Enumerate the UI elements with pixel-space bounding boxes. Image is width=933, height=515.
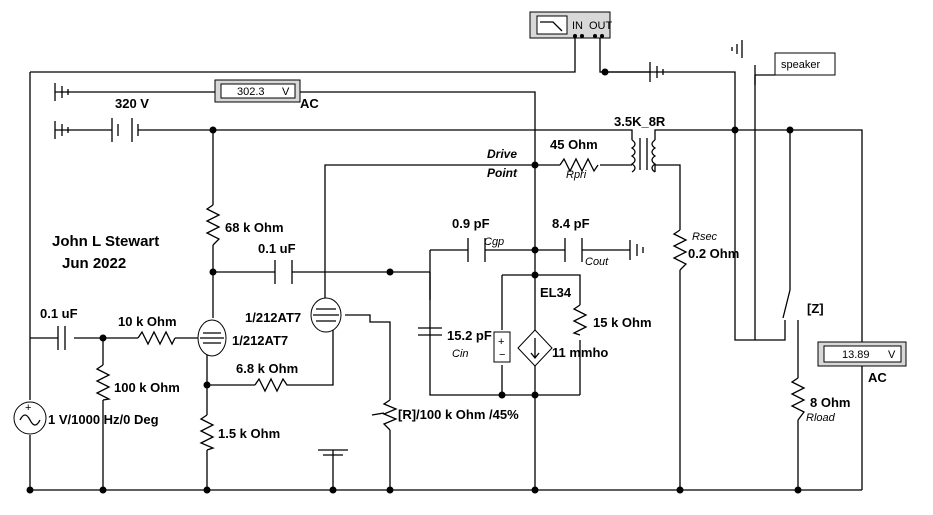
scope-in-wire bbox=[30, 38, 576, 73]
switch-key-label: [Z] bbox=[807, 301, 824, 316]
vm-top-mode: AC bbox=[300, 96, 319, 111]
battery-label: 320 V bbox=[115, 96, 149, 111]
r-plate-label: 68 k Ohm bbox=[225, 220, 284, 235]
resistor-load: 8 Ohm Rload bbox=[790, 377, 850, 424]
resistor-cathode: 1.5 k Ohm bbox=[199, 414, 280, 451]
r-out-label: 15 k Ohm bbox=[593, 315, 652, 330]
pentode-model: + − EL34 11 mmho bbox=[493, 285, 608, 367]
cap-cin: 15.2 pF Cin bbox=[418, 327, 492, 360]
cgp-value: 0.9 pF bbox=[452, 216, 490, 231]
resistor-grid: 10 k Ohm bbox=[118, 314, 177, 346]
ground-terminals bbox=[54, 40, 756, 260]
rsec-name: Rsec bbox=[692, 231, 718, 243]
tube1-label: 1/212AT7 bbox=[232, 333, 288, 348]
transformer: 3.5K_8R bbox=[614, 114, 666, 173]
r-grid-label: 10 k Ohm bbox=[118, 314, 177, 329]
cout-value: 8.4 pF bbox=[552, 216, 590, 231]
cap-cgp: 0.9 pF Cgp bbox=[452, 216, 504, 262]
vm-right-reading: 13.89 bbox=[842, 349, 870, 361]
resistor-out: 15 k Ohm bbox=[572, 304, 652, 336]
resistor-leak: 100 k Ohm bbox=[95, 364, 180, 401]
speaker-wire bbox=[754, 74, 775, 340]
cout-name: Cout bbox=[585, 256, 609, 268]
battery-320v: 320 V bbox=[111, 96, 149, 142]
rpri-value: 45 Ohm bbox=[550, 137, 598, 152]
scope-trace-icon bbox=[540, 21, 563, 32]
resistor-feedback: 6.8 k Ohm bbox=[236, 361, 298, 393]
bplus-right bbox=[660, 129, 863, 490]
rout-wire bbox=[502, 274, 581, 395]
cin-value: 15.2 pF bbox=[447, 328, 492, 343]
pot-wire bbox=[345, 314, 391, 490]
r-cath-label: 1.5 k Ohm bbox=[218, 426, 280, 441]
pot-label: [R]/100 k Ohm /45% bbox=[398, 407, 519, 422]
source-label: 1 V/1000 Hz/0 Deg bbox=[48, 412, 159, 427]
resistor-rsec: Rsec 0.2 Ohm bbox=[672, 229, 739, 271]
ground-sym bbox=[318, 449, 348, 490]
voltmeter-right[interactable]: 13.89 V AC bbox=[817, 341, 907, 385]
resistor-rpri: 45 Ohm Rpri bbox=[550, 137, 599, 181]
rload-name: Rload bbox=[806, 412, 836, 424]
drive-label: Drive bbox=[487, 147, 517, 161]
r-fb-label: 6.8 k Ohm bbox=[236, 361, 298, 376]
ac-source: + 1 V/1000 Hz/0 Deg bbox=[13, 401, 159, 435]
rsec-value: 0.2 Ohm bbox=[688, 246, 739, 261]
cin-loop bbox=[429, 250, 580, 396]
vm-right-mode: AC bbox=[868, 370, 887, 385]
rsec-wire bbox=[660, 164, 681, 490]
oscilloscope[interactable]: IN OUT bbox=[529, 11, 613, 39]
tube-1: 1/212AT7 bbox=[197, 319, 288, 357]
cap-couple-label: 0.1 uF bbox=[258, 241, 296, 256]
vm-right-unit: V bbox=[888, 349, 896, 361]
cap-couple: 0.1 uF bbox=[258, 241, 296, 284]
wires bbox=[29, 38, 875, 491]
switch-z[interactable]: [Z] bbox=[782, 289, 824, 319]
svg-text:−: − bbox=[499, 349, 505, 361]
author-name: John L Stewart bbox=[52, 233, 159, 250]
scope-screen bbox=[536, 15, 568, 35]
cap-input-label: 0.1 uF bbox=[40, 306, 78, 321]
cap-input: 0.1 uF bbox=[40, 306, 78, 350]
vm-top-reading: 302.3 bbox=[237, 86, 265, 98]
transformer-label: 3.5K_8R bbox=[614, 114, 666, 129]
potentiometer[interactable]: [R]/100 k Ohm /45% bbox=[371, 399, 519, 431]
resistor-plate: 68 k Ohm bbox=[205, 204, 284, 246]
gm-label: 11 mmho bbox=[552, 345, 608, 360]
scope-in-label: IN bbox=[572, 20, 583, 32]
voltmeter-top[interactable]: 302.3 V AC bbox=[214, 79, 319, 111]
rpri-name: Rpri bbox=[566, 169, 587, 181]
switch-left bbox=[734, 130, 786, 341]
tube2-label: 1/212AT7 bbox=[245, 310, 301, 325]
svg-text:+: + bbox=[498, 336, 504, 348]
scope-out-label: OUT bbox=[589, 20, 613, 32]
point-label: Point bbox=[487, 166, 518, 180]
cin-name: Cin bbox=[452, 348, 469, 360]
pentode-label: EL34 bbox=[540, 285, 572, 300]
vm-top-lead bbox=[55, 91, 536, 130]
speaker-label: speaker bbox=[781, 59, 820, 71]
drive-wire bbox=[324, 164, 632, 300]
tube-2: 1/212AT7 bbox=[245, 297, 342, 333]
cap-cout: 8.4 pF Cout bbox=[552, 216, 609, 268]
cgp-name: Cgp bbox=[484, 236, 504, 248]
speaker-box[interactable]: speaker bbox=[774, 52, 836, 76]
vm-top-unit: V bbox=[282, 86, 290, 98]
r-leak-label: 100 k Ohm bbox=[114, 380, 180, 395]
author-date: Jun 2022 bbox=[62, 255, 126, 272]
junctions bbox=[26, 68, 802, 494]
svg-text:+: + bbox=[25, 402, 31, 414]
scope-out-wire bbox=[599, 38, 650, 73]
rload-value: 8 Ohm bbox=[810, 395, 850, 410]
